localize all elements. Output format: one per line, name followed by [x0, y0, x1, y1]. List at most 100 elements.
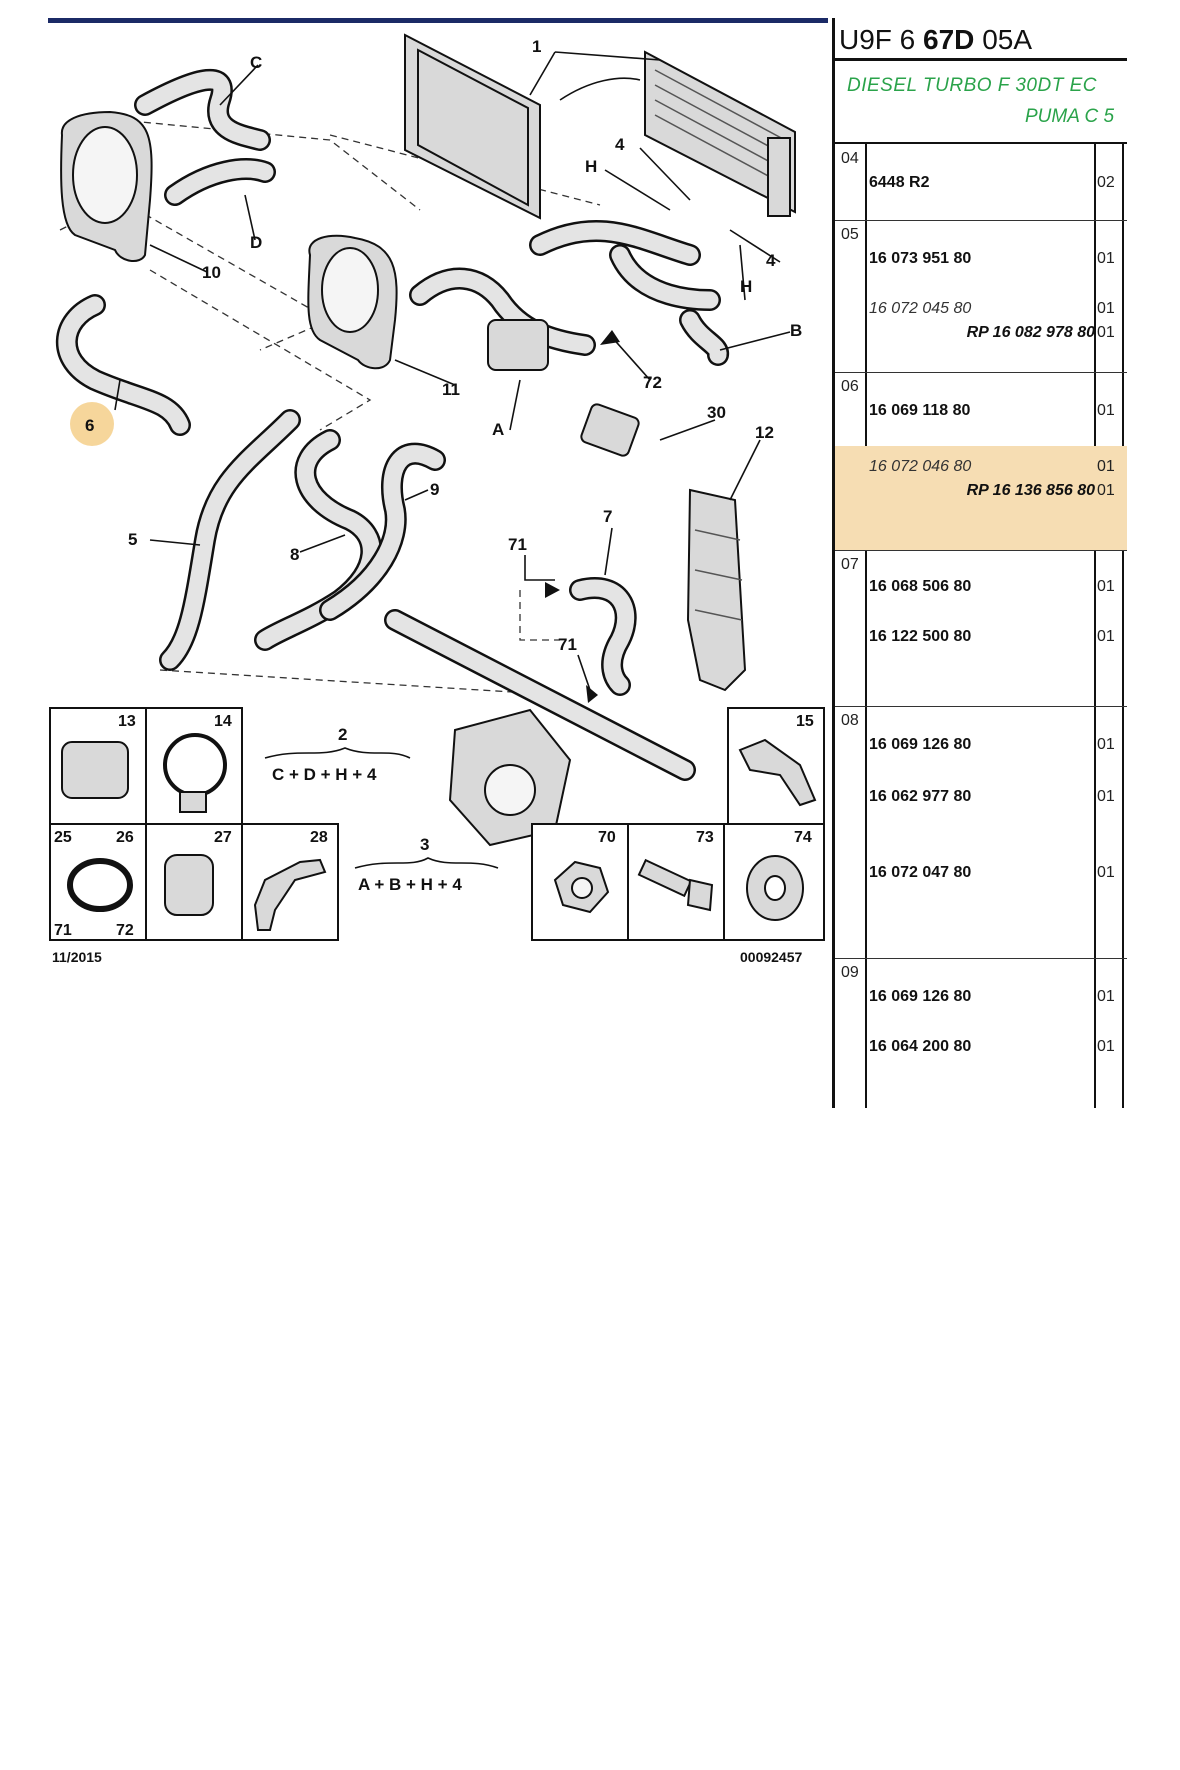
part-quantity: 01	[1097, 988, 1115, 1005]
part-number-replacement: RP 16 136 856 80	[966, 482, 1095, 499]
part-number-replacement: RP 16 082 978 80	[966, 324, 1095, 341]
column-divider-qty	[1094, 144, 1096, 1108]
callout-10: 10	[202, 263, 221, 282]
part-number: 16 062 977 80	[869, 788, 972, 805]
row-index: 08	[841, 712, 859, 729]
part-quantity: 01	[1097, 324, 1115, 341]
callout-labels: 1 C D 10 H 4 4 H B 6 11 A 72 30 12 5 8 9…	[70, 37, 802, 654]
heater-radiator-part	[404, 33, 796, 220]
part-row-05: 05 16 073 951 80 01 16 072 045 80 01 RP …	[835, 220, 1127, 373]
callout-71-upper: 71	[508, 535, 527, 554]
parts-reference-panel: U9F 6 67D 05A DIESEL TURBO F 30DT EC PUM…	[832, 18, 1127, 1108]
part-quantity: 01	[1097, 864, 1115, 881]
part-number: 16 122 500 80	[869, 628, 972, 645]
detail-box-grid-left: 13 14 25 26 27 28 71 72	[49, 707, 339, 941]
column-divider-edge	[1122, 144, 1124, 1108]
box-label-26: 26	[116, 829, 134, 846]
column-divider-index	[865, 144, 867, 1108]
box-label-74: 74	[794, 829, 812, 846]
part-quantity: 01	[1097, 458, 1115, 475]
box-label-73: 73	[696, 829, 714, 846]
highlight-marker-6	[70, 402, 114, 446]
part-row-04: 04 6448 R2 02	[835, 144, 1127, 221]
detail-box-grid-right: 15 70 73 74	[531, 707, 825, 941]
vehicle-code-part-b: 67D	[923, 24, 975, 55]
part-number: 16 064 200 80	[869, 1038, 972, 1055]
callout-b: B	[790, 321, 802, 340]
part-number: 6448 R2	[869, 174, 930, 191]
part-number-alternate: 16 072 045 80	[869, 300, 972, 317]
water-outlet-housing-11	[307, 234, 398, 370]
callout-8: 8	[290, 545, 299, 564]
callout-30: 30	[707, 403, 726, 422]
part-quantity: 01	[1097, 578, 1115, 595]
part-number: 16 072 047 80	[869, 864, 972, 881]
callout-a: A	[492, 420, 504, 439]
kit-formula-3: 3 A + B + H + 4	[354, 835, 499, 894]
row-index: 04	[841, 150, 859, 167]
temperature-sensor-30	[580, 403, 640, 457]
callout-d: D	[250, 233, 262, 252]
box-label-15: 15	[796, 713, 814, 730]
box-label-25: 25	[54, 829, 72, 846]
part-quantity: 01	[1097, 402, 1115, 419]
box-label-27: 27	[214, 829, 232, 846]
callout-leaders	[114, 51, 791, 703]
part-quantity: 01	[1097, 482, 1115, 499]
part-number: 16 073 951 80	[869, 250, 972, 267]
part-number: 16 069 126 80	[869, 736, 972, 753]
row-index: 05	[841, 226, 859, 243]
header-rule	[835, 142, 1127, 144]
assembly-guide-lines	[59, 119, 601, 696]
part-row-06: 06 16 069 118 80 01	[835, 372, 1127, 446]
callout-12: 12	[755, 423, 774, 442]
water-outlet-housing-10	[60, 110, 153, 262]
callout-1: 1	[532, 37, 541, 56]
row-index: 06	[841, 378, 859, 395]
part-quantity: 02	[1097, 174, 1115, 191]
kit-number-2: 2	[338, 725, 347, 744]
part-row-08: 08 16 069 126 80 01 16 062 977 80 01 16 …	[835, 706, 1127, 959]
engine-variant: PUMA C 5	[1025, 106, 1115, 127]
part-quantity: 01	[1097, 300, 1115, 317]
part-quantity: 01	[1097, 250, 1115, 267]
kit-number-3: 3	[420, 835, 429, 854]
callout-7: 7	[603, 507, 612, 526]
part-number: 16 068 506 80	[869, 578, 972, 595]
engine-type: DIESEL TURBO F 30DT EC	[847, 75, 1097, 96]
row-index: 07	[841, 556, 859, 573]
box-label-71: 71	[54, 922, 72, 939]
parts-diagram: 1 C D 10 H 4 4 H B 6 11 A 72 30 12 5 8 9…	[48, 18, 828, 965]
part-row-09: 09 16 069 126 80 01 16 064 200 80 01	[835, 958, 1127, 1108]
vehicle-code-part-a: U9F 6	[839, 24, 916, 55]
callout-4-top: 4	[615, 135, 625, 154]
part-row-07: 07 16 068 506 80 01 16 122 500 80 01	[835, 550, 1127, 707]
kit-formula-2-text: C + D + H + 4	[272, 765, 377, 784]
diagram-top-rule	[48, 18, 828, 23]
part-number-alternate: 16 072 046 80	[869, 458, 972, 475]
diagram-reference-number: 00092457	[740, 949, 803, 965]
callout-c: C	[250, 53, 262, 72]
callout-72: 72	[643, 373, 662, 392]
callout-h-right: H	[740, 277, 752, 296]
box-label-28: 28	[310, 829, 328, 846]
vehicle-code-part-c: 05A	[982, 24, 1033, 55]
part-quantity: 01	[1097, 736, 1115, 753]
part-quantity: 01	[1097, 1038, 1115, 1055]
reference-header: U9F 6 67D 05A DIESEL TURBO F 30DT EC PUM…	[835, 18, 1127, 144]
callout-4-right: 4	[766, 251, 776, 270]
part-quantity: 01	[1097, 788, 1115, 805]
callout-11: 11	[442, 380, 460, 399]
box-label-70: 70	[598, 829, 616, 846]
heat-shield-bracket-12	[686, 488, 747, 692]
callout-5: 5	[128, 530, 137, 549]
part-row-06-highlighted: 16 072 046 80 01 RP 16 136 856 80 01	[835, 446, 1127, 551]
part-quantity: 01	[1097, 628, 1115, 645]
kit-formula-3-text: A + B + H + 4	[358, 875, 462, 894]
box-label-72: 72	[116, 922, 134, 939]
part-number: 16 069 126 80	[869, 988, 972, 1005]
row-index: 09	[841, 964, 859, 981]
callout-h-top: H	[585, 157, 597, 176]
callout-6: 6	[85, 416, 94, 435]
diagram-date: 11/2015	[52, 949, 102, 965]
